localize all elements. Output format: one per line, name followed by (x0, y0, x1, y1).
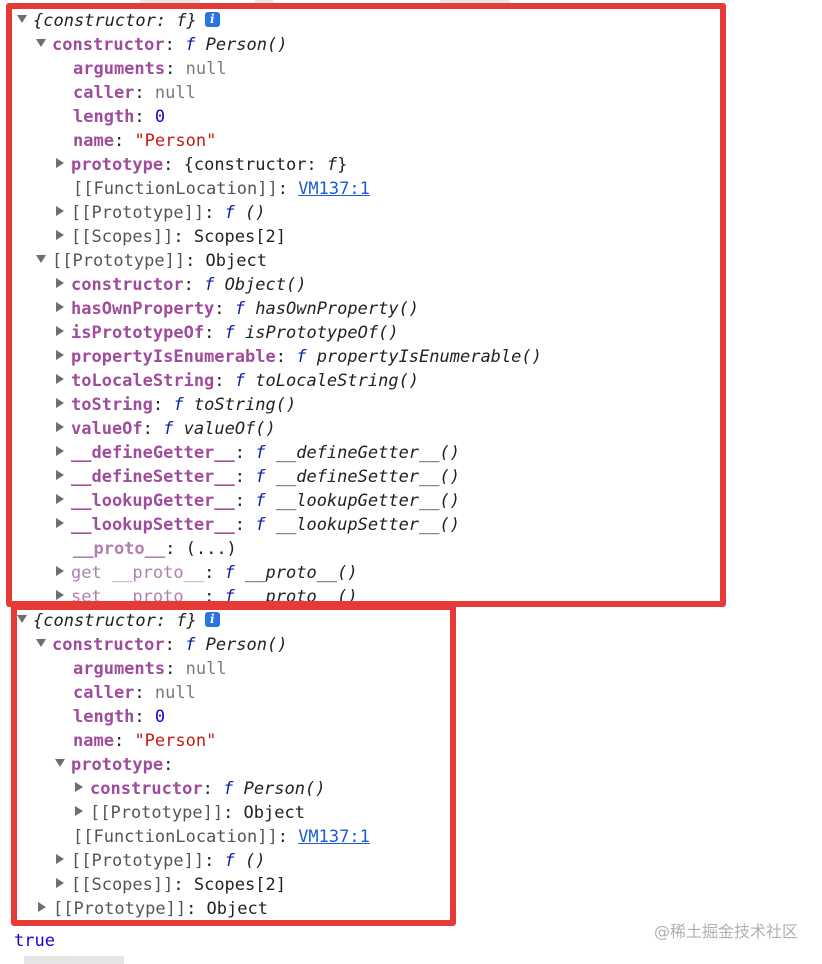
object-member-row[interactable]: __lookupGetter__: f __lookupGetter__() (55, 489, 460, 513)
collapse-triangle-icon[interactable] (56, 854, 64, 864)
function-location-row: [[FunctionLocation]]: VM137:1 (73, 827, 370, 847)
object-prototype-row[interactable]: [[Prototype]]: Object (36, 249, 267, 273)
arguments-row: arguments: null (73, 659, 227, 679)
constructor-row[interactable]: constructor: f Person() (36, 633, 287, 657)
set-proto-row[interactable]: set __proto__: f __proto__() (55, 585, 358, 603)
collapse-triangle-icon[interactable] (56, 350, 64, 360)
expand-triangle-icon[interactable] (36, 39, 46, 47)
function-location-link[interactable]: VM137:1 (298, 827, 370, 847)
constructor-row[interactable]: constructor: f Person() (36, 33, 287, 57)
expand-triangle-icon[interactable] (17, 615, 27, 623)
collapse-triangle-icon[interactable] (56, 422, 64, 432)
collapse-triangle-icon[interactable] (75, 806, 83, 816)
inner-prototype-row[interactable]: [[Prototype]]: Object (74, 801, 305, 825)
scopes-row[interactable]: [[Scopes]]: Scopes[2] (55, 225, 286, 249)
inner-constructor-row[interactable]: constructor: f Person() (74, 777, 325, 801)
expand-triangle-icon[interactable] (17, 15, 27, 23)
collapse-triangle-icon[interactable] (56, 326, 64, 336)
cropped-next-output (14, 954, 134, 964)
collapse-triangle-icon[interactable] (38, 902, 46, 912)
object-member-row[interactable]: toLocaleString: f toLocaleString() (55, 369, 419, 393)
name-row: name: "Person" (73, 131, 217, 151)
object-member-row[interactable]: isPrototypeOf: f isPrototypeOf() (55, 321, 399, 345)
scopes-row[interactable]: [[Scopes]]: Scopes[2] (55, 873, 286, 897)
watermark-text: @稀土掘金技术社区 (653, 922, 798, 941)
internal-prototype-row[interactable]: [[Prototype]]: f () (55, 849, 266, 873)
collapse-triangle-icon[interactable] (56, 590, 64, 600)
object-prototype-row[interactable]: [[Prototype]]: Object (37, 897, 268, 921)
collapse-triangle-icon[interactable] (56, 566, 64, 576)
collapse-triangle-icon[interactable] (56, 446, 64, 456)
collapse-triangle-icon[interactable] (56, 158, 64, 168)
console-object-tree-1: {constructor: f}i constructor: f Person(… (17, 9, 542, 603)
expand-triangle-icon[interactable] (36, 639, 46, 647)
caller-row: caller: null (73, 83, 196, 103)
console-object-tree-2: {constructor: f}i constructor: f Person(… (0, 606, 822, 922)
collapse-triangle-icon[interactable] (56, 374, 64, 384)
arguments-row: arguments: null (73, 59, 227, 79)
collapse-triangle-icon[interactable] (56, 302, 64, 312)
name-row: name: "Person" (73, 731, 217, 751)
collapse-triangle-icon[interactable] (56, 494, 64, 504)
proto-accessor-row[interactable]: __proto__: (...) (73, 539, 237, 559)
tree-root-row[interactable]: {constructor: f}i (17, 609, 220, 633)
expand-triangle-icon[interactable] (55, 759, 65, 767)
object-member-row[interactable]: __defineGetter__: f __defineGetter__() (55, 441, 460, 465)
collapse-triangle-icon[interactable] (56, 878, 64, 888)
collapse-triangle-icon[interactable] (56, 230, 64, 240)
length-row: length: 0 (73, 707, 166, 727)
prototype-row[interactable]: prototype: {constructor: f} (55, 153, 347, 177)
prototype-row[interactable]: prototype: (55, 753, 173, 777)
object-member-row[interactable]: propertyIsEnumerable: f propertyIsEnumer… (55, 345, 542, 369)
object-member-row[interactable]: __defineSetter__: f __defineSetter__() (55, 465, 460, 489)
collapse-triangle-icon[interactable] (56, 206, 64, 216)
info-icon[interactable]: i (204, 11, 220, 27)
object-member-row[interactable]: __lookupSetter__: f __lookupSetter__() (55, 513, 460, 537)
tree-root-row[interactable]: {constructor: f}i (17, 9, 220, 33)
collapse-triangle-icon[interactable] (56, 278, 64, 288)
expand-triangle-icon[interactable] (36, 255, 46, 263)
internal-prototype-row[interactable]: [[Prototype]]: f () (55, 201, 266, 225)
object-member-row[interactable]: toString: f toString() (55, 393, 296, 417)
collapse-triangle-icon[interactable] (56, 518, 64, 528)
object-member-row[interactable]: valueOf: f valueOf() (55, 417, 276, 441)
caller-row: caller: null (73, 683, 196, 703)
object-member-row[interactable]: hasOwnProperty: f hasOwnProperty() (55, 297, 419, 321)
info-icon[interactable]: i (204, 611, 220, 627)
function-location-row: [[FunctionLocation]]: VM137:1 (73, 179, 370, 199)
collapse-triangle-icon[interactable] (56, 470, 64, 480)
collapse-triangle-icon[interactable] (56, 398, 64, 408)
console-result-value: true (14, 931, 55, 951)
function-location-link[interactable]: VM137:1 (298, 179, 370, 199)
collapse-triangle-icon[interactable] (75, 782, 83, 792)
cropped-previous-output (0, 0, 822, 5)
length-row: length: 0 (73, 107, 166, 127)
get-proto-row[interactable]: get __proto__: f __proto__() (55, 561, 358, 585)
object-member-row[interactable]: constructor: f Object() (55, 273, 306, 297)
